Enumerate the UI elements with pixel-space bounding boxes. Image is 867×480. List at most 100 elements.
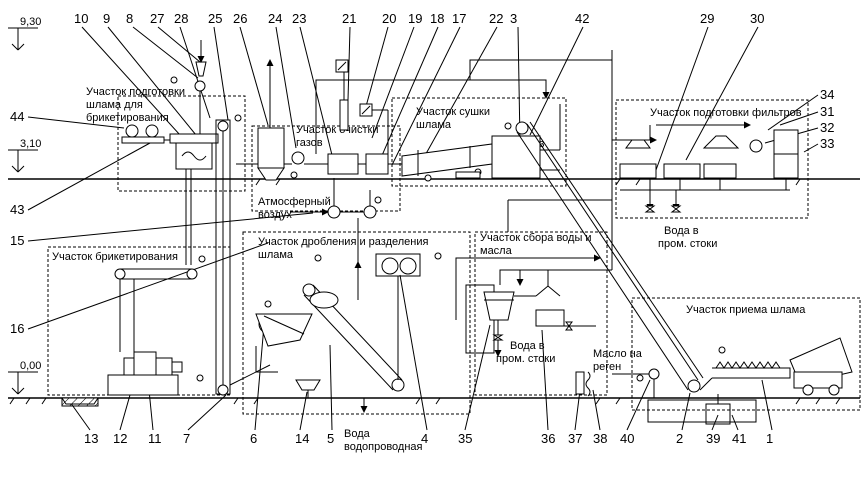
- atm-air-fans-15: [290, 178, 382, 219]
- section-title: Участок сбора воды и: [480, 232, 592, 244]
- label-num: 33: [820, 136, 834, 151]
- water-supply-line: [354, 218, 368, 413]
- annotations: Атмосферный воздух Газ Вода в пром. сток…: [258, 138, 717, 453]
- label-num: 16: [10, 321, 24, 336]
- section-title: Участок подготовки фильтров: [650, 107, 802, 119]
- level-label: 0,00: [20, 360, 41, 372]
- label-num: 14: [295, 431, 309, 446]
- label-num: 2: [676, 431, 683, 446]
- heater-37-38: [575, 371, 591, 397]
- section-title: Участок сушки: [416, 106, 490, 118]
- filter-prep-equipment: [619, 129, 799, 213]
- label-num: 20: [382, 11, 396, 26]
- level-label: 9,30: [20, 16, 41, 28]
- screw-conveyor-1: [699, 346, 791, 391]
- furnace-22: [491, 104, 561, 179]
- note-water: Вода в: [510, 340, 545, 352]
- note-water: пром. стоки: [496, 353, 555, 365]
- level-310: 3,10: [8, 138, 41, 173]
- section-box-sludge-prep: [117, 95, 246, 192]
- section-title: Участок подготовки: [86, 86, 185, 98]
- label-num: 43: [10, 202, 24, 217]
- briquetting-conveyor-11: [114, 255, 206, 352]
- bin-14: [295, 379, 321, 398]
- filter-23-21: [327, 59, 389, 175]
- note-atm-air: Атмосферный: [258, 196, 331, 208]
- label-num: 39: [706, 431, 720, 446]
- level-000: 0,00: [8, 360, 41, 395]
- section-box-water-oil: [474, 231, 608, 396]
- pump-40: [612, 368, 660, 398]
- label-num: 29: [700, 11, 714, 26]
- rotary-dryer-17: [401, 143, 493, 182]
- label-num: 27: [150, 11, 164, 26]
- note-tap-water: водопроводная: [344, 441, 423, 453]
- dump-truck: [789, 337, 853, 396]
- section-title: Участок дробления и разделения: [258, 236, 429, 248]
- water-lines: [455, 190, 613, 320]
- label-num: 1: [766, 431, 773, 446]
- section-box-crushing: [242, 231, 471, 415]
- bottom-leader-lines: [69, 274, 773, 431]
- section-box-drying: [391, 97, 567, 187]
- section-title: шлама: [258, 249, 294, 261]
- label-num: 12: [113, 431, 127, 446]
- trolley-13: [61, 397, 99, 407]
- fan-24: [290, 151, 305, 179]
- label-num: 31: [820, 104, 834, 119]
- cyclone-26: [257, 59, 285, 181]
- label-num: 17: [452, 11, 466, 26]
- bottom-number-labels: 13 12 11 7 6 14 5 4 35 36 37 38 40 2 39 …: [84, 431, 773, 446]
- inclined-conveyor-2: [515, 121, 704, 393]
- crusher-6: [255, 300, 313, 373]
- label-num: 34: [820, 87, 834, 102]
- mixer-unit: [169, 133, 219, 265]
- top-fan-27-28: [170, 40, 242, 134]
- level-930: 9,30: [8, 16, 41, 51]
- label-num: 24: [268, 11, 282, 26]
- section-title: Участок приема шлама: [686, 304, 806, 316]
- right-number-labels: 34 31 32 33: [764, 87, 834, 153]
- label-num: 38: [593, 431, 607, 446]
- label-num: 35: [458, 431, 472, 446]
- level-label: 3,10: [20, 138, 41, 150]
- label-num: 8: [126, 11, 133, 26]
- top-number-labels: 10 9 8 27 28 25 26 24 23 21 20 19 18 17 …: [74, 11, 764, 26]
- label-num: 15: [10, 233, 24, 248]
- label-num: 28: [174, 11, 188, 26]
- left-number-labels: 44 43 15 16: [10, 109, 314, 336]
- label-num: 18: [430, 11, 444, 26]
- section-title: брикетирования: [86, 112, 169, 124]
- note-water: Вода в: [664, 225, 699, 237]
- inclined-conveyor-5: [302, 254, 405, 392]
- label-num: 37: [568, 431, 582, 446]
- label-num: 36: [541, 431, 555, 446]
- label-num: 32: [820, 120, 834, 135]
- section-title: Участок очистки: [296, 124, 378, 136]
- label-num: 7: [183, 431, 190, 446]
- label-num: 26: [233, 11, 247, 26]
- press-12: [107, 351, 204, 396]
- label-num: 21: [342, 11, 356, 26]
- label-num: 19: [408, 11, 422, 26]
- section-title: газов: [296, 137, 323, 149]
- label-num: 44: [10, 109, 24, 124]
- note-water: пром. стоки: [658, 238, 717, 250]
- label-num: 11: [148, 431, 162, 446]
- note-oil: реген: [593, 361, 621, 373]
- note-oil: Масло на: [593, 348, 643, 360]
- label-num: 42: [575, 11, 589, 26]
- section-box-filter-prep: [615, 99, 809, 219]
- receiving-pit-39-41: [647, 394, 757, 425]
- label-num: 10: [74, 11, 88, 26]
- label-num: 22: [489, 11, 503, 26]
- roller-crusher-4: [375, 252, 442, 380]
- section-title: масла: [480, 245, 513, 257]
- section-title: Участок брикетирования: [52, 251, 178, 263]
- section-title: шлама: [416, 119, 452, 131]
- label-num: 6: [250, 431, 257, 446]
- small-tanks-44: [121, 124, 170, 144]
- ground-hatching: [9, 178, 841, 405]
